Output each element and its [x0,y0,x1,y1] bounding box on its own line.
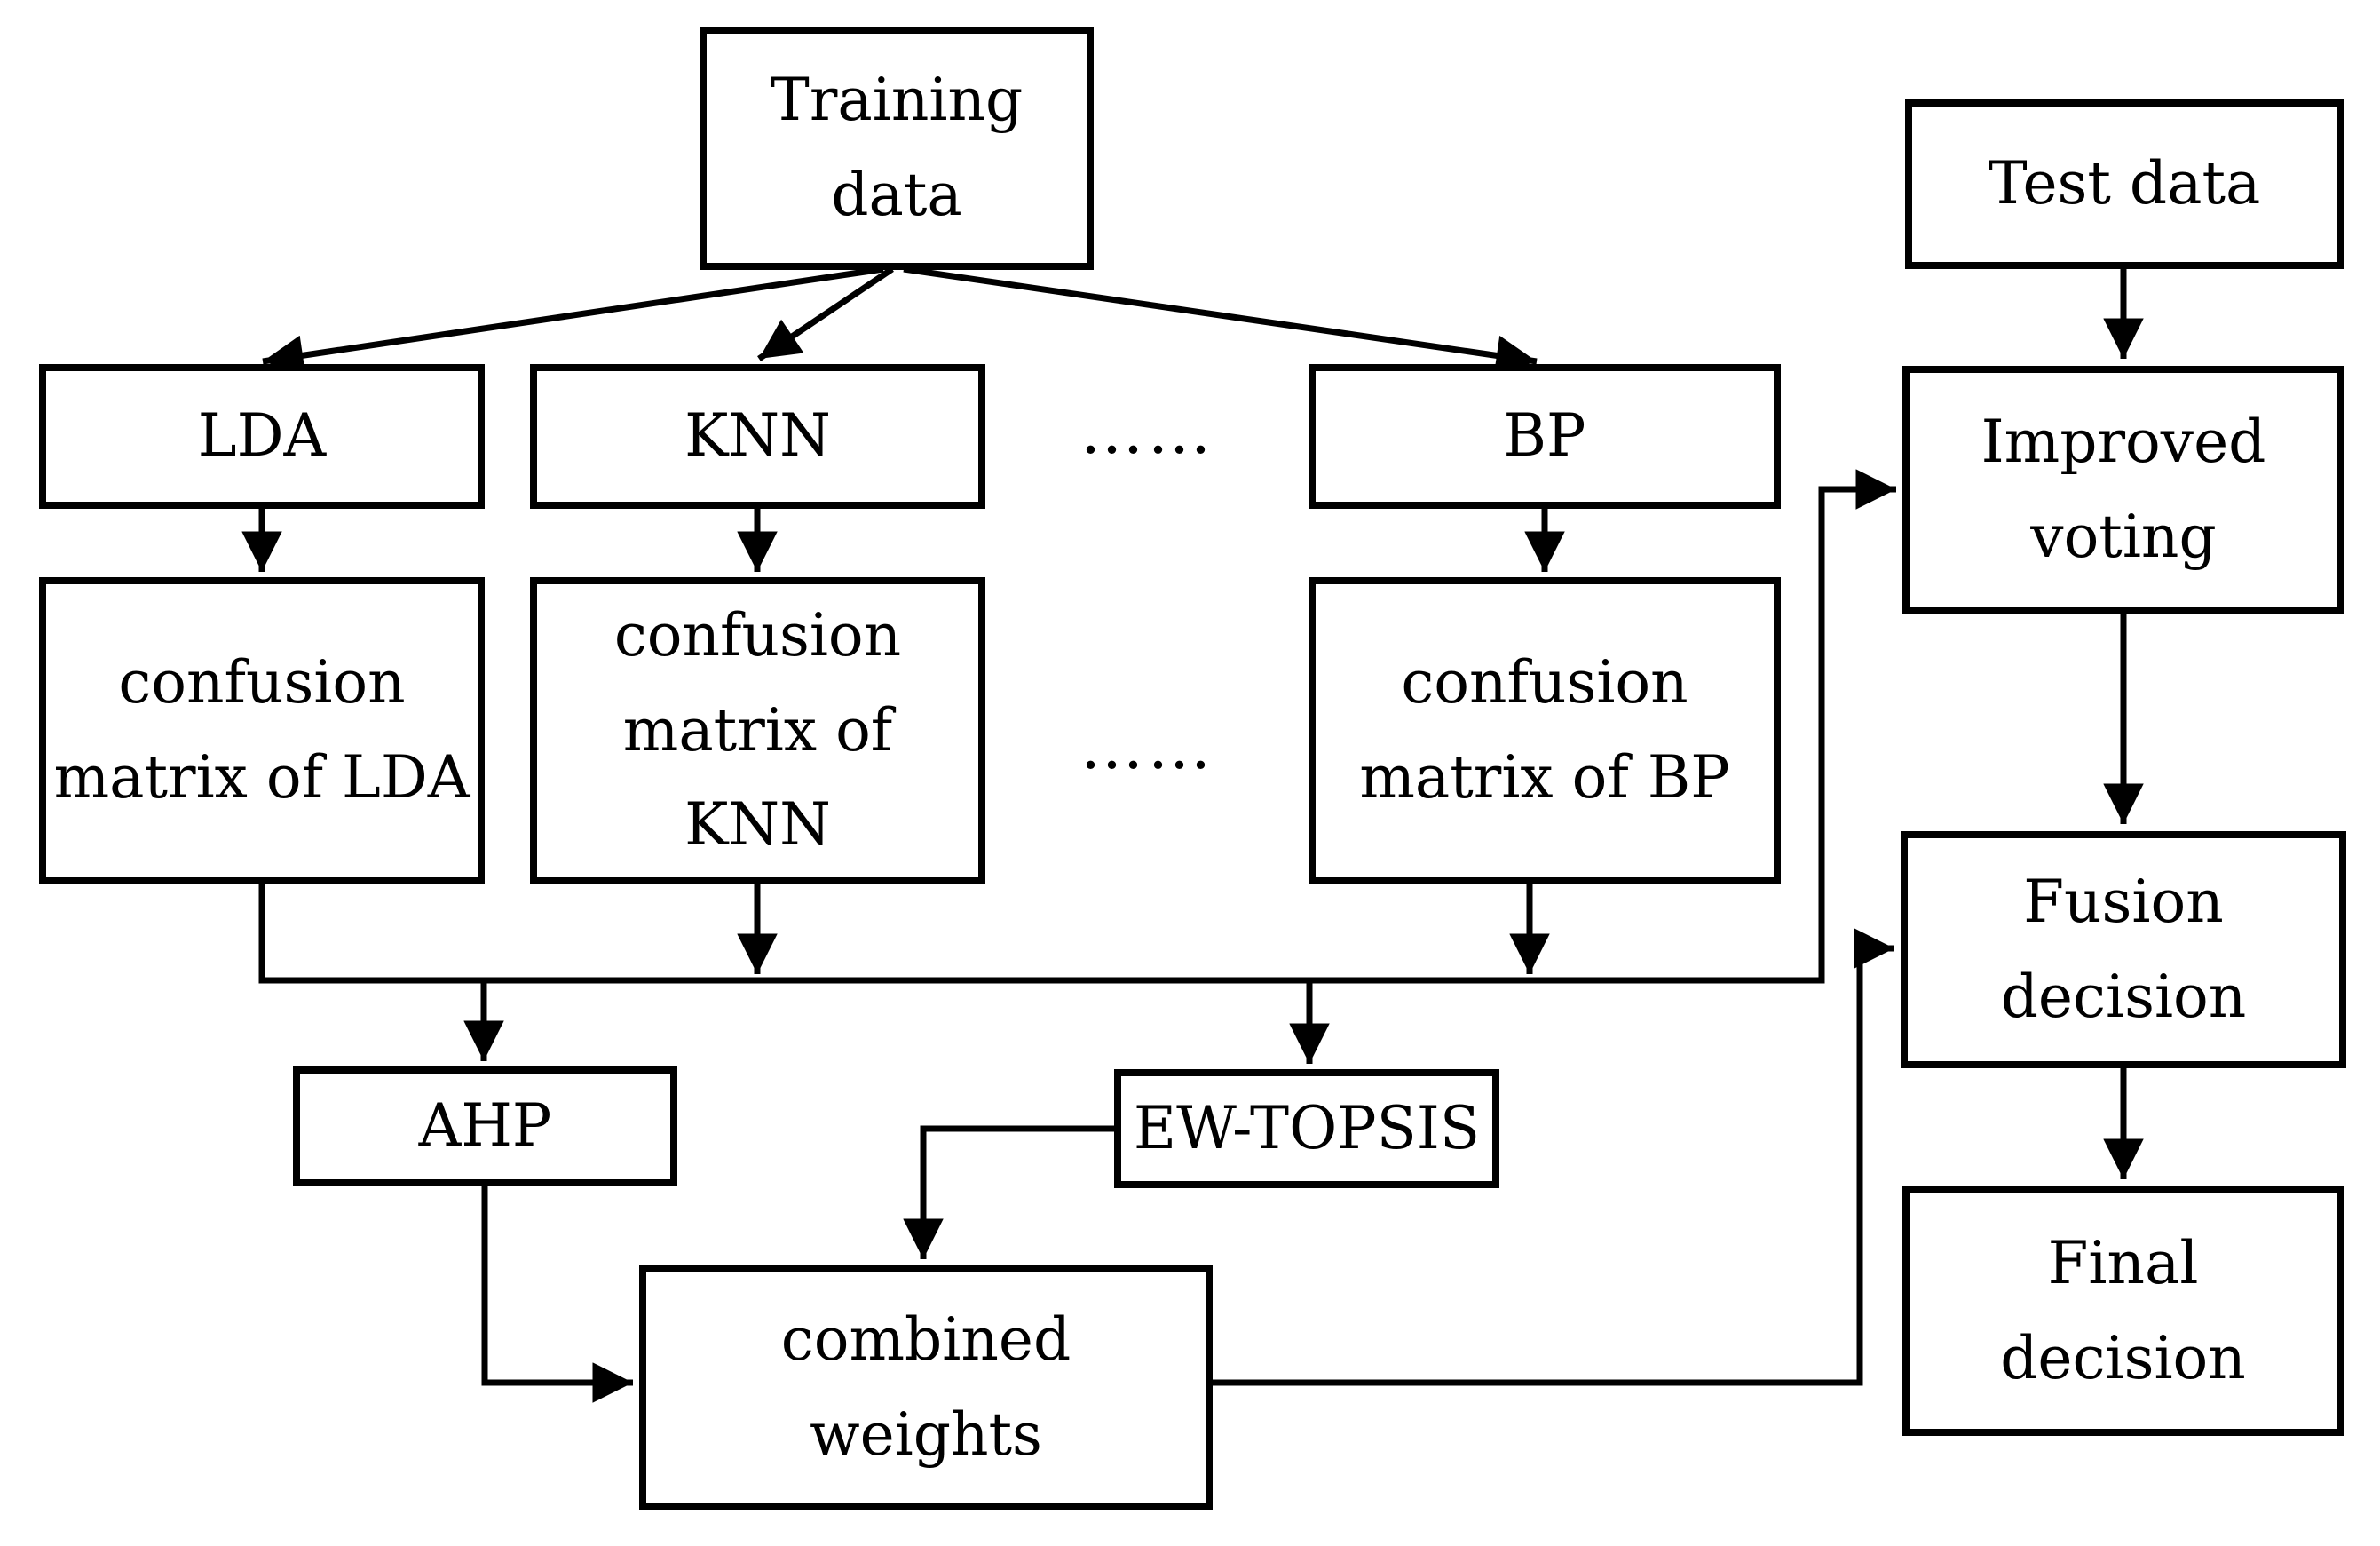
edge-ew-topsis-to-combined-weights [903,1125,1114,1259]
node-label: voting [2030,503,2217,571]
node-confusion-matrix-lda: confusion matrix of LDA [39,577,485,884]
node-training-data: Training data [700,27,1094,270]
node-test-data: Test data [1905,99,2344,269]
node-confusion-matrix-bp: confusion matrix of BP [1309,577,1781,884]
node-label: Training [770,66,1024,135]
node-label: confusion [1401,648,1688,718]
node-label: matrix of LDA [53,743,470,812]
node-label: matrix of [622,695,893,765]
node-confusion-matrix-knn: confusion matrix of KNN [530,577,985,884]
edge-training-data-to-knn [757,266,894,361]
node-label: KNN [684,790,831,860]
node-label: LDA [197,401,327,471]
node-label: weights [810,1400,1042,1469]
node-label: decision [2000,1323,2246,1392]
node-bp: BP [1309,364,1781,509]
node-label: Test data [1988,149,2261,218]
node-label: BP [1503,401,1586,471]
node-label: KNN [684,401,831,471]
node-label: Fusion [2023,867,2224,936]
node-combined-weights: combined weights [639,1265,1213,1510]
node-label: confusion [118,648,406,718]
node-ahp: AHP [293,1066,677,1186]
node-label: confusion [613,600,902,670]
node-label: decision [2000,962,2247,1031]
ellipsis-matrices-row: …… [1079,709,1215,783]
node-improved-voting: Improved voting [1902,366,2344,614]
edge-ahp-to-combined-weights [481,1186,633,1403]
edge-training-data-to-lda [262,266,884,376]
node-label: Final [2047,1228,2199,1297]
node-label: EW-TOPSIS [1133,1093,1481,1162]
node-label: data [831,161,962,229]
node-final-decision: Final decision [1902,1186,2344,1436]
node-label: Improved [1981,408,2266,477]
node-lda: LDA [39,364,485,509]
node-knn: KNN [530,364,985,509]
node-label: matrix of BP [1359,743,1730,812]
node-label: AHP [418,1091,552,1161]
ellipsis-classifiers-row: …… [1079,393,1215,468]
node-label: combined [780,1305,1071,1375]
edge-combined-weights-to-fusion-decision [1213,928,1894,1386]
node-fusion-decision: Fusion decision [1901,831,2346,1068]
edge-bus-to-improved-voting [258,469,1896,984]
edge-training-data-to-bp [903,266,1538,376]
node-ew-topsis: EW-TOPSIS [1114,1069,1499,1188]
